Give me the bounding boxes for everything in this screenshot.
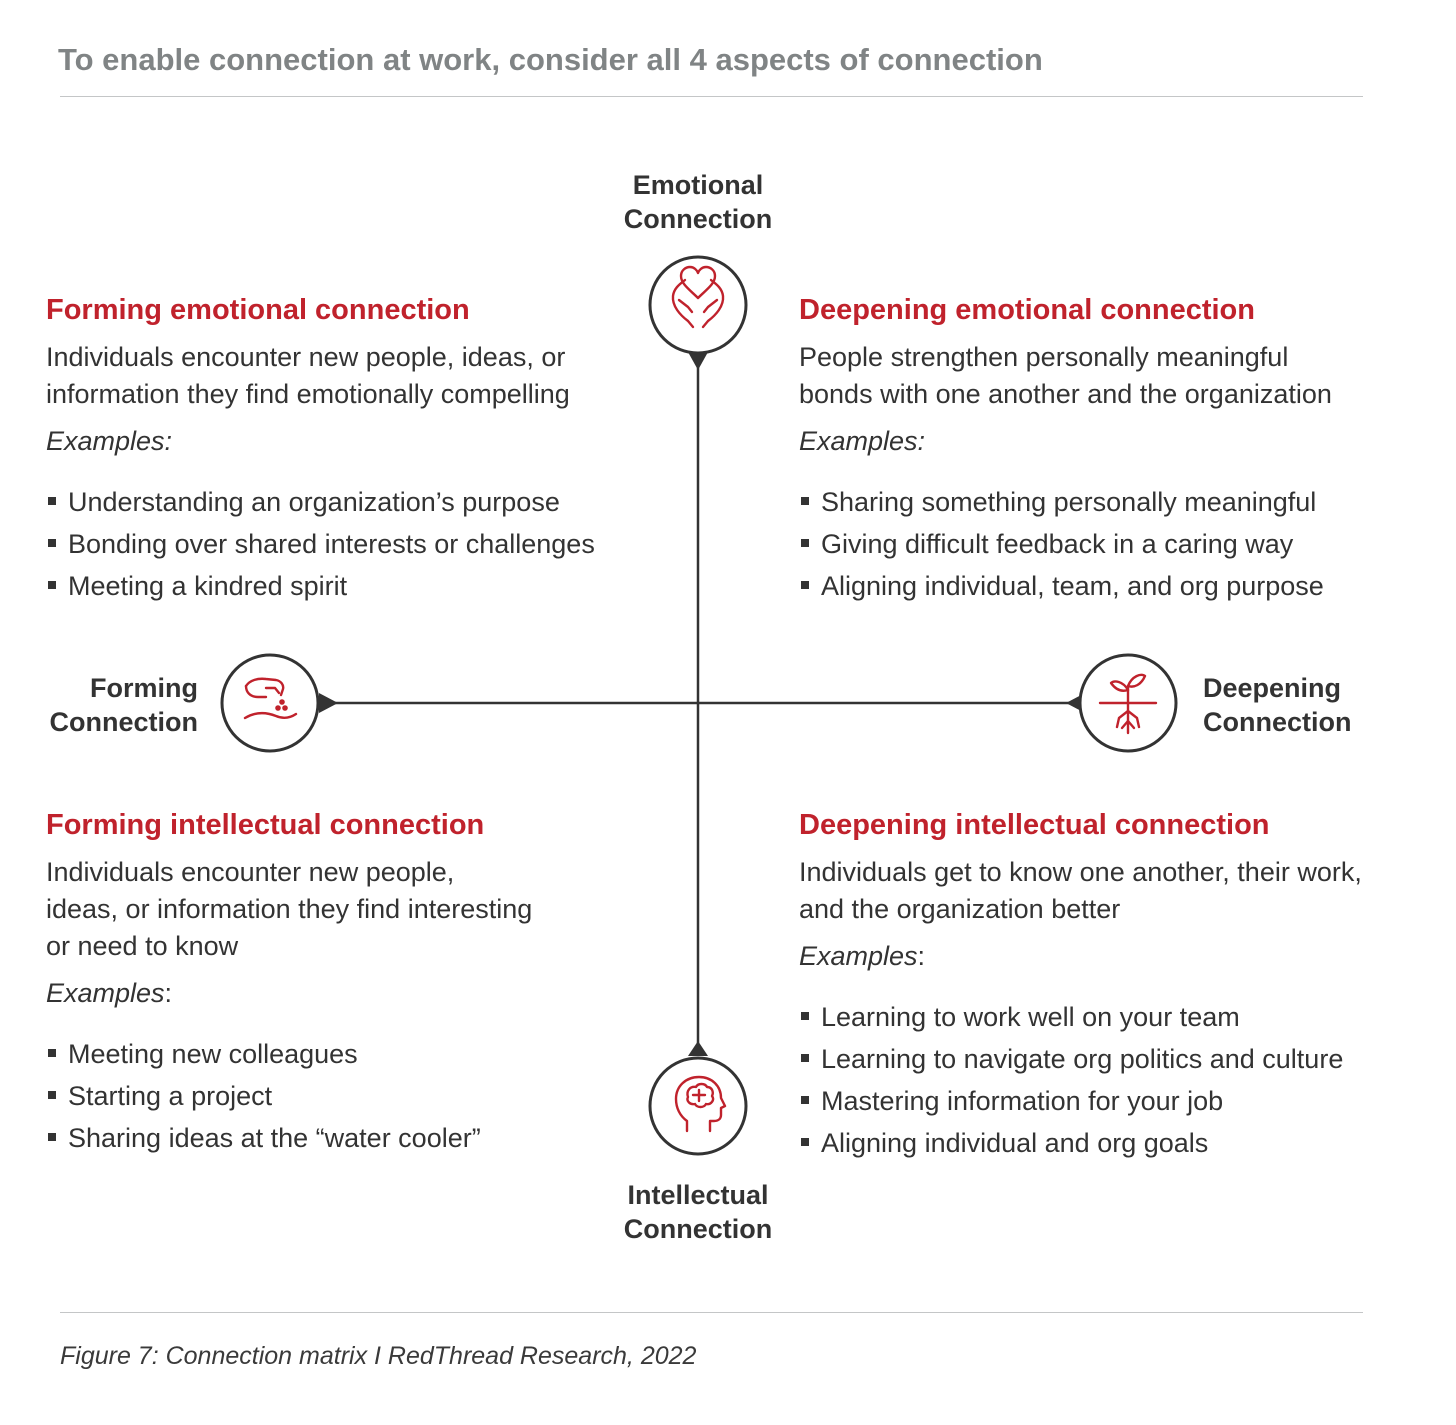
footer-divider [60, 1312, 1363, 1313]
list-item: Aligning individual and org goals [799, 1122, 1419, 1164]
header-divider [60, 96, 1363, 97]
quadrant-title: Deepening intellectual connection [799, 809, 1270, 841]
list-item: Understanding an organization’s purpose [46, 481, 666, 523]
figure-caption: Figure 7: Connection matrix I RedThread … [60, 1342, 697, 1370]
examples-list: Meeting new colleagues Starting a projec… [46, 1033, 666, 1159]
quadrant-forming-emotional: Forming emotional connection Individuals… [46, 292, 666, 607]
examples-list: Understanding an organization’s purpose … [46, 481, 666, 607]
quadrant-forming-intellectual: Forming intellectual connection Individu… [46, 807, 666, 1159]
examples-label: Examples: [799, 941, 926, 971]
quadrant-description: Individuals get to know one another, the… [799, 857, 1362, 924]
examples-list: Sharing something personally meaningful … [799, 481, 1419, 607]
examples-label: Examples: [799, 426, 926, 456]
quadrant-deepening-intellectual: Deepening intellectual connection Indivi… [799, 807, 1419, 1164]
list-item: Meeting new colleagues [46, 1033, 666, 1075]
examples-label: Examples: [46, 426, 173, 456]
sprout-with-roots-icon [1078, 653, 1178, 753]
list-item: Bonding over shared interests or challen… [46, 523, 666, 565]
list-item: Starting a project [46, 1075, 666, 1117]
list-item: Meeting a kindred spirit [46, 565, 666, 607]
page-title: To enable connection at work, consider a… [58, 42, 1043, 77]
list-item: Learning to navigate org politics and cu… [799, 1038, 1419, 1080]
quadrant-description: Individuals encounter new people, ideas,… [46, 857, 533, 961]
list-item: Sharing ideas at the “water cooler” [46, 1117, 666, 1159]
quadrant-description: People strengthen personally meaningful … [799, 342, 1332, 409]
hand-planting-seed-icon [220, 653, 320, 753]
list-item: Sharing something personally meaningful [799, 481, 1419, 523]
examples-list: Learning to work well on your team Learn… [799, 996, 1419, 1164]
list-item: Giving difficult feedback in a caring wa… [799, 523, 1419, 565]
quadrant-title: Deepening emotional connection [799, 294, 1255, 326]
quadrant-title: Forming emotional connection [46, 294, 470, 326]
list-item: Aligning individual, team, and org purpo… [799, 565, 1419, 607]
heart-in-hands-icon [648, 255, 748, 355]
list-item: Learning to work well on your team [799, 996, 1419, 1038]
quadrant-title: Forming intellectual connection [46, 809, 485, 841]
examples-label: Examples: [46, 978, 173, 1008]
list-item: Mastering information for your job [799, 1080, 1419, 1122]
head-with-brain-icon [648, 1056, 748, 1156]
quadrant-deepening-emotional: Deepening emotional connection People st… [799, 292, 1419, 607]
quadrant-description: Individuals encounter new people, ideas,… [46, 342, 570, 409]
